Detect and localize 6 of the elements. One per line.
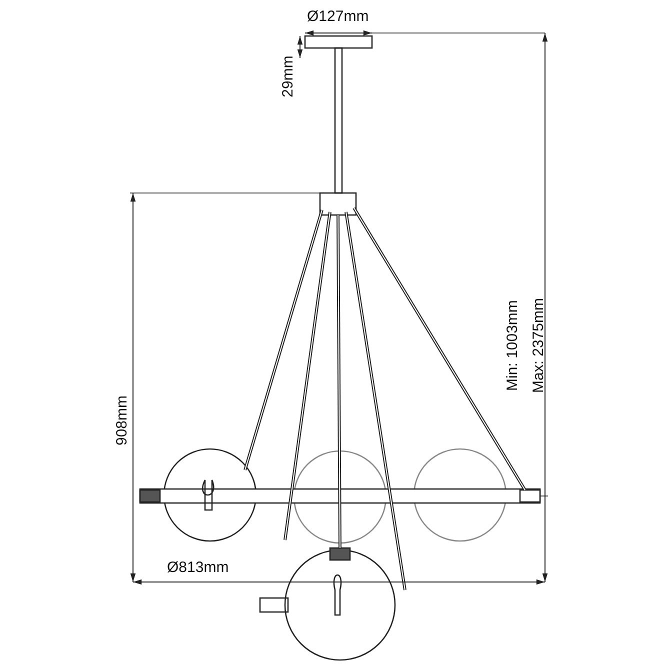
dimension-label: Ø127mm [307,8,369,24]
dimension-label: Min: 1003mm [504,300,520,390]
dimension-label: Max: 2375mm [530,297,546,393]
dimension-label: 29mm [280,55,296,97]
dimension-label: Ø813mm [167,560,229,574]
dimension-label: 908mm [114,394,130,446]
